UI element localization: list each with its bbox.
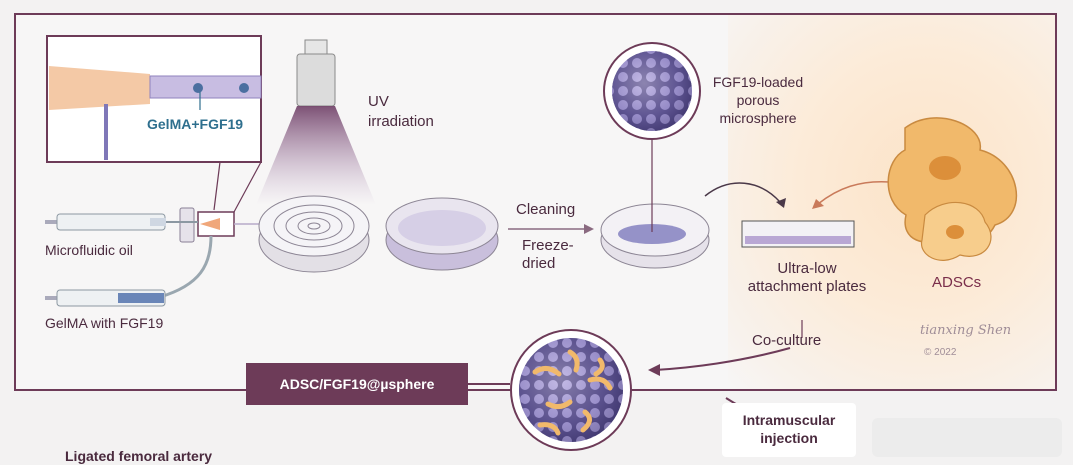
freeze-dried-label: Freeze- dried bbox=[522, 237, 574, 272]
artist-signature: tianxing Shen bbox=[920, 323, 1012, 338]
microfluidic-chip bbox=[159, 207, 265, 299]
uv-lamp bbox=[256, 39, 376, 205]
injection-label: Intramuscular injection bbox=[742, 412, 836, 446]
ultra-low-label: Ultra-low attachment plates bbox=[747, 260, 867, 295]
uv-label: UV bbox=[368, 93, 389, 110]
gelma-fgf19-label: GelMA+FGF19 bbox=[147, 116, 244, 132]
irradiation-label: irradiation bbox=[368, 113, 434, 130]
faded-panel bbox=[872, 418, 1062, 457]
ligated-artery-label: Ligated femoral artery bbox=[65, 448, 213, 464]
adsc-loaded-microsphere bbox=[510, 329, 632, 451]
copyright-year: © 2022 bbox=[924, 347, 957, 358]
oil-syringe bbox=[45, 213, 198, 231]
inset-zoom-box bbox=[46, 35, 262, 163]
adsc-fgf19-banner: ADSC/FGF19@µsphere bbox=[246, 363, 468, 405]
adscs-label: ADSCs bbox=[932, 274, 982, 291]
microsphere-zoom bbox=[603, 42, 701, 140]
injection-label-box bbox=[722, 403, 856, 457]
cleaning-label: Cleaning bbox=[516, 201, 576, 218]
gelma-with-fgf19-label: GelMA with FGF19 bbox=[45, 315, 164, 331]
ultra-low-plate bbox=[741, 220, 855, 248]
collection-dish bbox=[385, 197, 499, 271]
microsphere-label: FGF19-loaded porous microsphere bbox=[712, 74, 804, 126]
co-culture-label: Co-culture bbox=[752, 332, 822, 349]
gelma-syringe bbox=[45, 289, 166, 307]
microsphere-dish bbox=[600, 125, 710, 269]
adsc-cells bbox=[887, 117, 1018, 261]
spiral-dish bbox=[258, 195, 370, 273]
microfluidic-oil-label: Microfluidic oil bbox=[45, 242, 133, 258]
